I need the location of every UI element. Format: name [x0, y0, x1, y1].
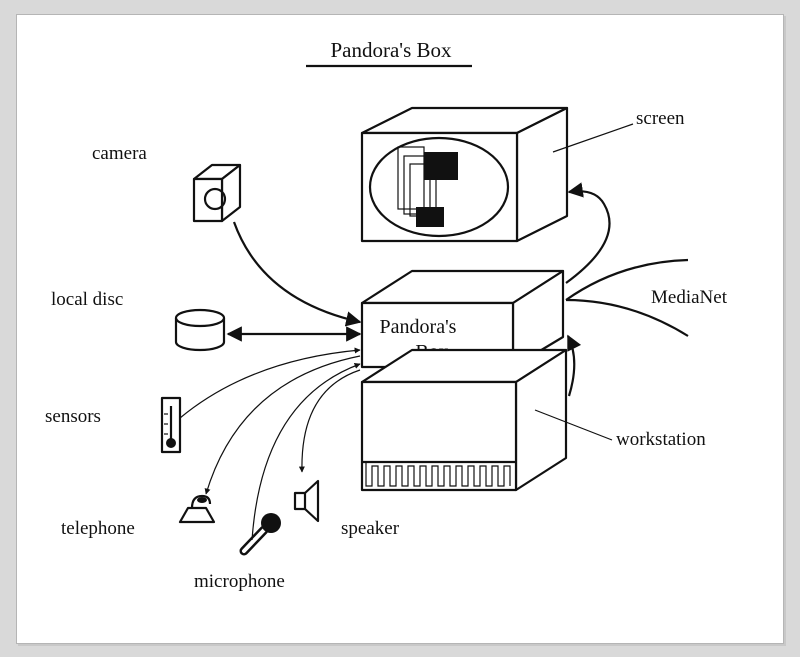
screen-leader-line	[552, 123, 634, 153]
sensors-label: sensors	[45, 406, 101, 427]
connections	[179, 123, 689, 541]
sensors-to-box-arrow	[179, 347, 361, 419]
local-disc-label: local disc	[51, 289, 123, 310]
medianet-line-upper	[565, 258, 689, 301]
sensors-thermometer-icon	[160, 396, 182, 454]
medianet-line-lower	[565, 298, 689, 337]
workstation-unit	[360, 348, 568, 492]
camera-label: camera	[92, 143, 147, 164]
box-to-telephone-arrow	[204, 355, 361, 495]
diagram-title: Pandora's Box	[330, 38, 452, 62]
speaker-label: speaker	[341, 518, 400, 539]
medianet-label: MediaNet	[651, 287, 728, 308]
microphone-to-box-arrow	[251, 363, 361, 541]
workstation-label: workstation	[616, 429, 706, 450]
screen-monitor	[360, 106, 569, 243]
screen-label: screen	[636, 108, 685, 129]
microphone-icon	[239, 513, 281, 556]
telephone-icon	[178, 494, 216, 524]
local-disc-icon	[174, 308, 226, 352]
workstation-leader-line	[534, 409, 613, 441]
camera-icon	[192, 163, 242, 223]
speaker-icon	[293, 479, 320, 523]
box-to-screen-arrow	[565, 182, 611, 284]
microphone-label: microphone	[194, 571, 285, 592]
workstation-to-box-arrow	[567, 334, 582, 397]
box-to-speaker-arrow	[298, 369, 361, 473]
camera-to-box-arrow	[232, 221, 362, 327]
box-label-line1: Pandora's	[380, 316, 457, 338]
telephone-label: telephone	[61, 518, 135, 539]
